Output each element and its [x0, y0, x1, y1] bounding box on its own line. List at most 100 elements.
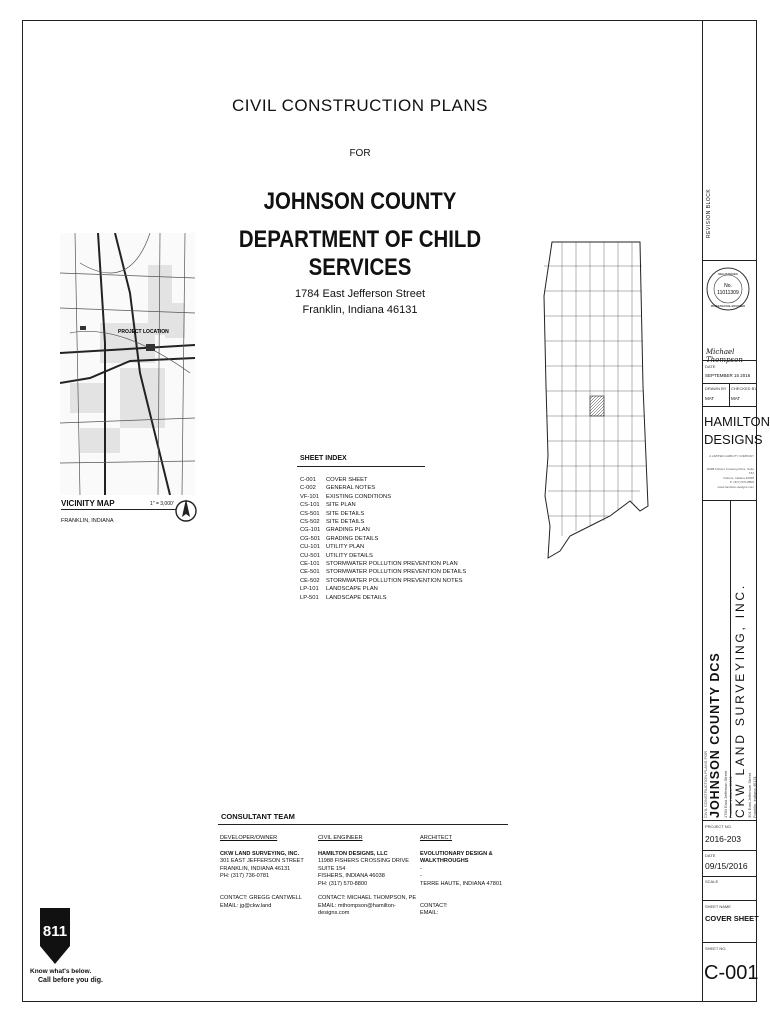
vicinity-map: PROJECT LOCATION	[60, 233, 195, 495]
engineer-email: EMAIL: mthompson@hamilton-designs.com	[318, 902, 396, 917]
firm-name-line2: DESIGNS	[704, 432, 763, 447]
developer-line3: PH: (317) 736-0781	[220, 873, 270, 880]
tb-divider-4	[703, 820, 757, 821]
consultant-team-underline	[218, 824, 508, 825]
architect-line1: -	[420, 865, 422, 872]
engineer-column: CIVIL ENGINEER HAMILTON DESIGNS, LLC 119…	[318, 835, 418, 918]
tb-divider-6	[703, 876, 757, 877]
developer-line2: FRANKLIN, INDIANA 46131	[220, 865, 291, 872]
title-block-divider	[703, 260, 757, 261]
architect-line3: TERRE HAUTE, INDIANA 47801	[420, 880, 503, 887]
engineer-line2: SUITE 154	[318, 865, 346, 872]
engineer-name: HAMILTON DESIGNS, LLC	[318, 850, 388, 857]
seal-top-text: REGISTERED	[718, 272, 738, 276]
tb-client-title: CKW LAND SURVEYING, INC.	[733, 582, 747, 818]
project-location-label: PROJECT LOCATION	[118, 329, 169, 335]
address-street: 1784 East Jefferson Street	[294, 288, 426, 300]
checked-by-value: MAT	[731, 396, 741, 401]
vicinity-map-title: VICINITY MAP	[61, 499, 115, 508]
sheet-no-label: SHEET NO.	[705, 946, 727, 951]
consultant-team-title: CONSULTANT TEAM	[221, 812, 295, 821]
architect-name: EVOLUTIONARY DESIGN & WALKTHROUGHS	[420, 850, 493, 865]
engineer-signature: Michael Thompson	[706, 348, 743, 364]
architect-email: EMAIL:	[420, 910, 439, 917]
logo-number: 811	[43, 923, 67, 940]
vicinity-map-underline	[61, 509, 176, 510]
sheet-no-value: C-001	[704, 962, 759, 984]
north-arrow-icon	[175, 499, 197, 522]
dig-line2: Call before you dig.	[38, 977, 103, 984]
project-title-line1: JOHNSON COUNTY	[263, 188, 457, 215]
checked-by-label: CHECKED BY	[731, 386, 758, 391]
sheet-name-label: SHEET NAME	[705, 904, 731, 909]
engineer-seal: REGISTERED No. 11011309 PROFESSIONAL ENG…	[706, 267, 750, 311]
seal-no: No.	[724, 283, 732, 289]
developer-column: DEVELOPER/OWNER CKW LAND SURVEYING, INC.…	[220, 835, 315, 910]
developer-line1: 301 EAST JEFFERSON STREET	[220, 858, 304, 865]
tb-vert-divider	[729, 384, 730, 406]
sheet-name-value: COVER SHEET	[705, 914, 759, 923]
project-no-value: 2016-203	[705, 834, 741, 844]
project-address: 1784 East Jefferson Street Franklin, Ind…	[250, 286, 470, 318]
address-city: Franklin, Indiana 46131	[302, 304, 418, 316]
vicinity-map-subtitle: FRANKLIN, INDIANA	[61, 518, 114, 524]
title-block-border	[702, 20, 757, 1002]
indiana-county-map	[543, 241, 649, 559]
tb-divider-2	[703, 406, 757, 407]
tb-divider-1	[703, 383, 757, 384]
developer-name: CKW LAND SURVEYING, INC.	[220, 850, 300, 857]
engineer-line1: 11988 FISHERS CROSSING DRIVE	[318, 858, 409, 865]
revision-block-label: REVISION BLOCK	[706, 188, 712, 238]
firm-address: 11988 Fishers Crossing Drive, Suite 154 …	[706, 467, 754, 489]
drawn-by-value: MAT	[705, 396, 715, 401]
developer-email: EMAIL: jg@ckw.land	[220, 902, 272, 909]
seal-number: 11011309	[717, 290, 739, 296]
date-label: DATE	[705, 364, 716, 369]
engineer-line3: FISHERS, INDIANA 46038	[318, 873, 385, 880]
for-label: FOR	[349, 148, 371, 159]
date2-value: 09/15/2016	[705, 861, 748, 871]
vicinity-map-scale: 1" = 3,000'	[150, 501, 174, 507]
engineer-line4: PH: (317) 570-8800	[318, 880, 368, 887]
architect-line2: -	[420, 873, 422, 880]
firm-tagline: A LIMITED LIABILITY COMPANY	[709, 454, 754, 458]
dig-line1: Know what's below.	[30, 968, 92, 975]
drawing-sheet-border	[22, 20, 757, 1002]
tb-client-address2: Franklin, Indiana 46131	[752, 776, 757, 818]
date2-label: DATE	[705, 853, 716, 858]
tb-divider-7	[703, 900, 757, 901]
plan-title: CIVIL CONSTRUCTION PLANS	[231, 96, 489, 115]
date-value: SEPTEMBER 15 2016	[705, 373, 751, 378]
project-no-label: PROJECT NO.	[705, 824, 732, 829]
tb-project-title: JOHNSON COUNTY DCS	[708, 652, 722, 818]
signature-line	[703, 360, 757, 361]
engineer-heading: CIVIL ENGINEER	[318, 835, 363, 841]
project-title-line2: DEPARTMENT OF CHILD SERVICES	[238, 226, 482, 281]
tb-vert-divider-2	[730, 500, 731, 818]
architect-contact: CONTACT:	[420, 902, 448, 909]
architect-heading: ARCHITECT	[420, 835, 453, 841]
architect-column: ARCHITECT EVOLUTIONARY DESIGN & WALKTHRO…	[420, 835, 520, 918]
scale-label: SCALE	[705, 879, 719, 884]
engineer-contact: CONTACT: MICHAEL THOMPSON, PE	[318, 894, 417, 901]
tb-divider-8	[703, 942, 757, 943]
seal-bottom-text: PROFESSIONAL ENGINEER	[711, 304, 745, 308]
developer-heading: DEVELOPER/OWNER	[220, 835, 278, 841]
sheet-index-title: SHEET INDEX	[300, 455, 347, 462]
